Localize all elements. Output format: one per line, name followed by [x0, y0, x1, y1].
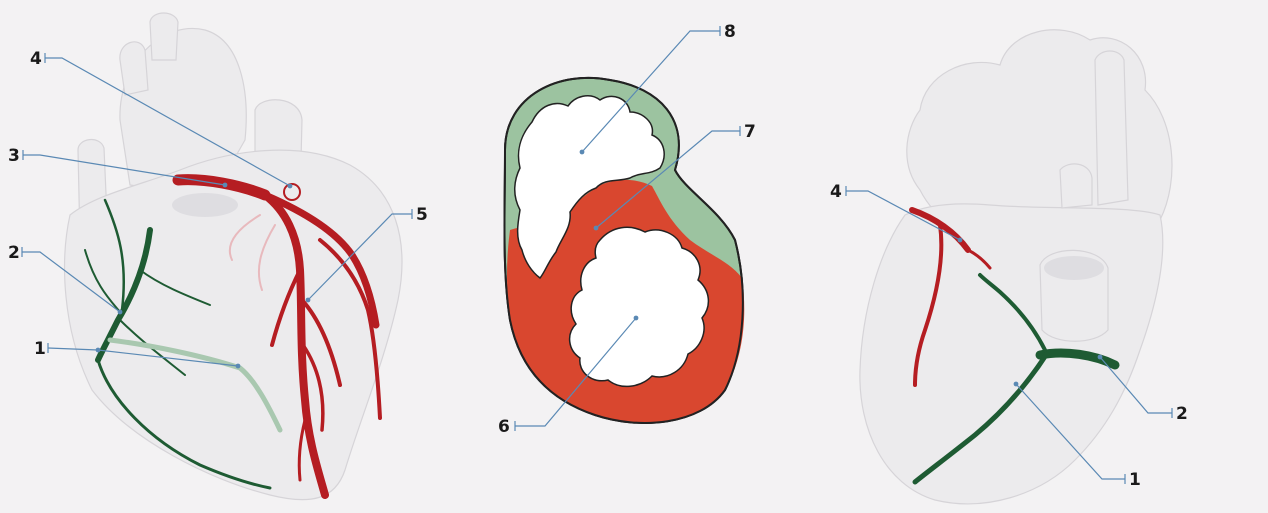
- label-5-left: 5: [416, 205, 428, 225]
- ivc-opening: [1044, 256, 1104, 280]
- leader-dot-1b: [1014, 382, 1019, 387]
- label-4-right: 4: [830, 182, 842, 202]
- leader-dot-4a: [288, 184, 293, 189]
- left-carotid: [150, 13, 178, 60]
- leader-dot-7: [594, 226, 599, 231]
- leader-dot-4b: [958, 238, 963, 243]
- label-7-section: 7: [744, 122, 756, 142]
- posterior-ventricles: [860, 204, 1163, 504]
- label-2-left: 2: [8, 243, 20, 263]
- leader-dot-2a: [118, 310, 123, 315]
- label-2-right: 2: [1176, 404, 1188, 424]
- leader-dot-1a: [236, 364, 241, 369]
- leader-dot-5: [306, 298, 311, 303]
- ventricular-cross-section: [504, 78, 744, 423]
- label-1-right: 1: [1129, 470, 1141, 490]
- label-3-left: 3: [8, 146, 20, 166]
- leader-dot-1a-vein: [96, 348, 101, 353]
- posterior-heart-illustration: [860, 30, 1172, 504]
- descending-aorta: [1095, 51, 1128, 205]
- leader-dot-8: [580, 150, 585, 155]
- leader-dot-2b: [1098, 355, 1103, 360]
- pulmonary-vein-upper: [1060, 164, 1092, 208]
- leader-dot-6: [634, 316, 639, 321]
- label-4-left: 4: [30, 49, 42, 69]
- label-1-left: 1: [34, 339, 46, 359]
- leader-dot-3: [223, 183, 228, 188]
- aortic-root: [172, 193, 238, 217]
- label-8-section: 8: [724, 22, 736, 42]
- brachiocephalic-trunk: [120, 42, 148, 95]
- label-6-section: 6: [498, 417, 510, 437]
